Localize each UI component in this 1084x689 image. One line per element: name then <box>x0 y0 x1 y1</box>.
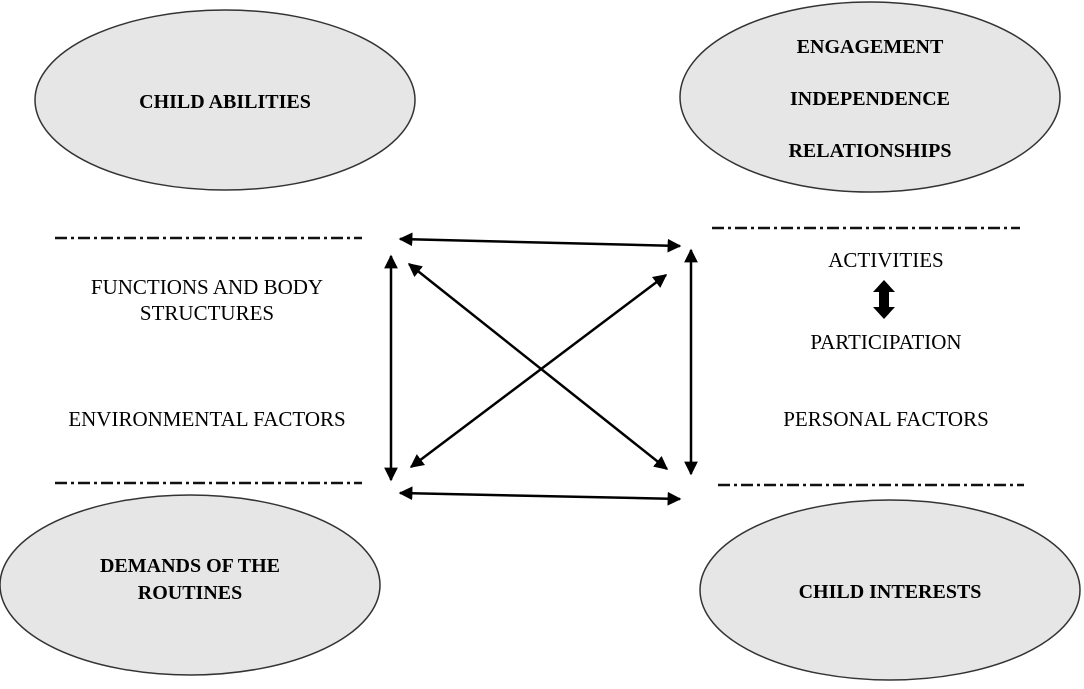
child-interests-label: CHILD INTERESTS <box>799 581 982 603</box>
demands-label-line1: DEMANDS OF THE <box>100 555 280 577</box>
functions-label-line1: FUNCTIONS AND BODY <box>91 275 323 299</box>
diagonal-arrow-up-right <box>409 274 668 468</box>
bottom-horizontal-arrow <box>398 486 682 506</box>
environmental-factors-label: ENVIRONMENTAL FACTORS <box>68 407 345 431</box>
relationships-label: RELATIONSHIPS <box>788 140 951 162</box>
functions-label-line2: STRUCTURES <box>140 301 274 325</box>
personal-factors-label: PERSONAL FACTORS <box>783 407 989 431</box>
activities-participation-double-arrow-icon <box>873 280 895 319</box>
engagement-label: ENGAGEMENT <box>797 36 944 58</box>
child-abilities-label: CHILD ABILITIES <box>139 91 311 113</box>
child-abilities-ellipse: CHILD ABILITIES <box>34 9 416 191</box>
activities-label: ACTIVITIES <box>828 248 943 272</box>
demands-label-line2: ROUTINES <box>138 582 242 604</box>
demands-ellipse: DEMANDS OF THE ROUTINES <box>0 494 381 676</box>
participation-label: PARTICIPATION <box>810 330 961 354</box>
outcomes-ellipse: ENGAGEMENT INDEPENDENCE RELATIONSHIPS <box>679 1 1061 193</box>
top-horizontal-arrow <box>398 232 682 253</box>
independence-label: INDEPENDENCE <box>790 88 950 110</box>
child-interests-ellipse: CHILD INTERESTS <box>699 499 1081 681</box>
